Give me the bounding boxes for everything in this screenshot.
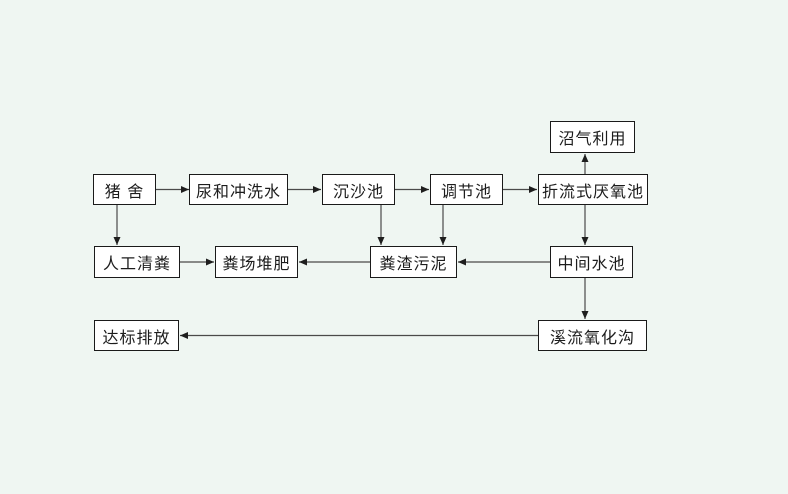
node-regulating-pond: 调节池	[430, 174, 503, 205]
node-manure-residue-sludge: 粪渣污泥	[370, 246, 457, 278]
node-manure-yard-composting: 粪场堆肥	[215, 246, 298, 278]
node-biogas-utilization: 沼气利用	[550, 121, 635, 153]
node-standard-discharge: 达标排放	[94, 320, 179, 351]
node-stream-oxidation-ditch: 溪流氧化沟	[538, 320, 647, 351]
node-baffled-anaerobic-pond: 折流式厌氧池	[538, 174, 648, 205]
node-sand-settling-pond: 沉沙池	[322, 174, 395, 205]
node-pig-house: 猪 舍	[93, 174, 156, 205]
node-urine-flush-water: 尿和冲洗水	[189, 174, 288, 205]
node-manual-manure-cleaning: 人工清粪	[94, 246, 180, 278]
node-intermediate-water-pool: 中间水池	[550, 246, 633, 278]
